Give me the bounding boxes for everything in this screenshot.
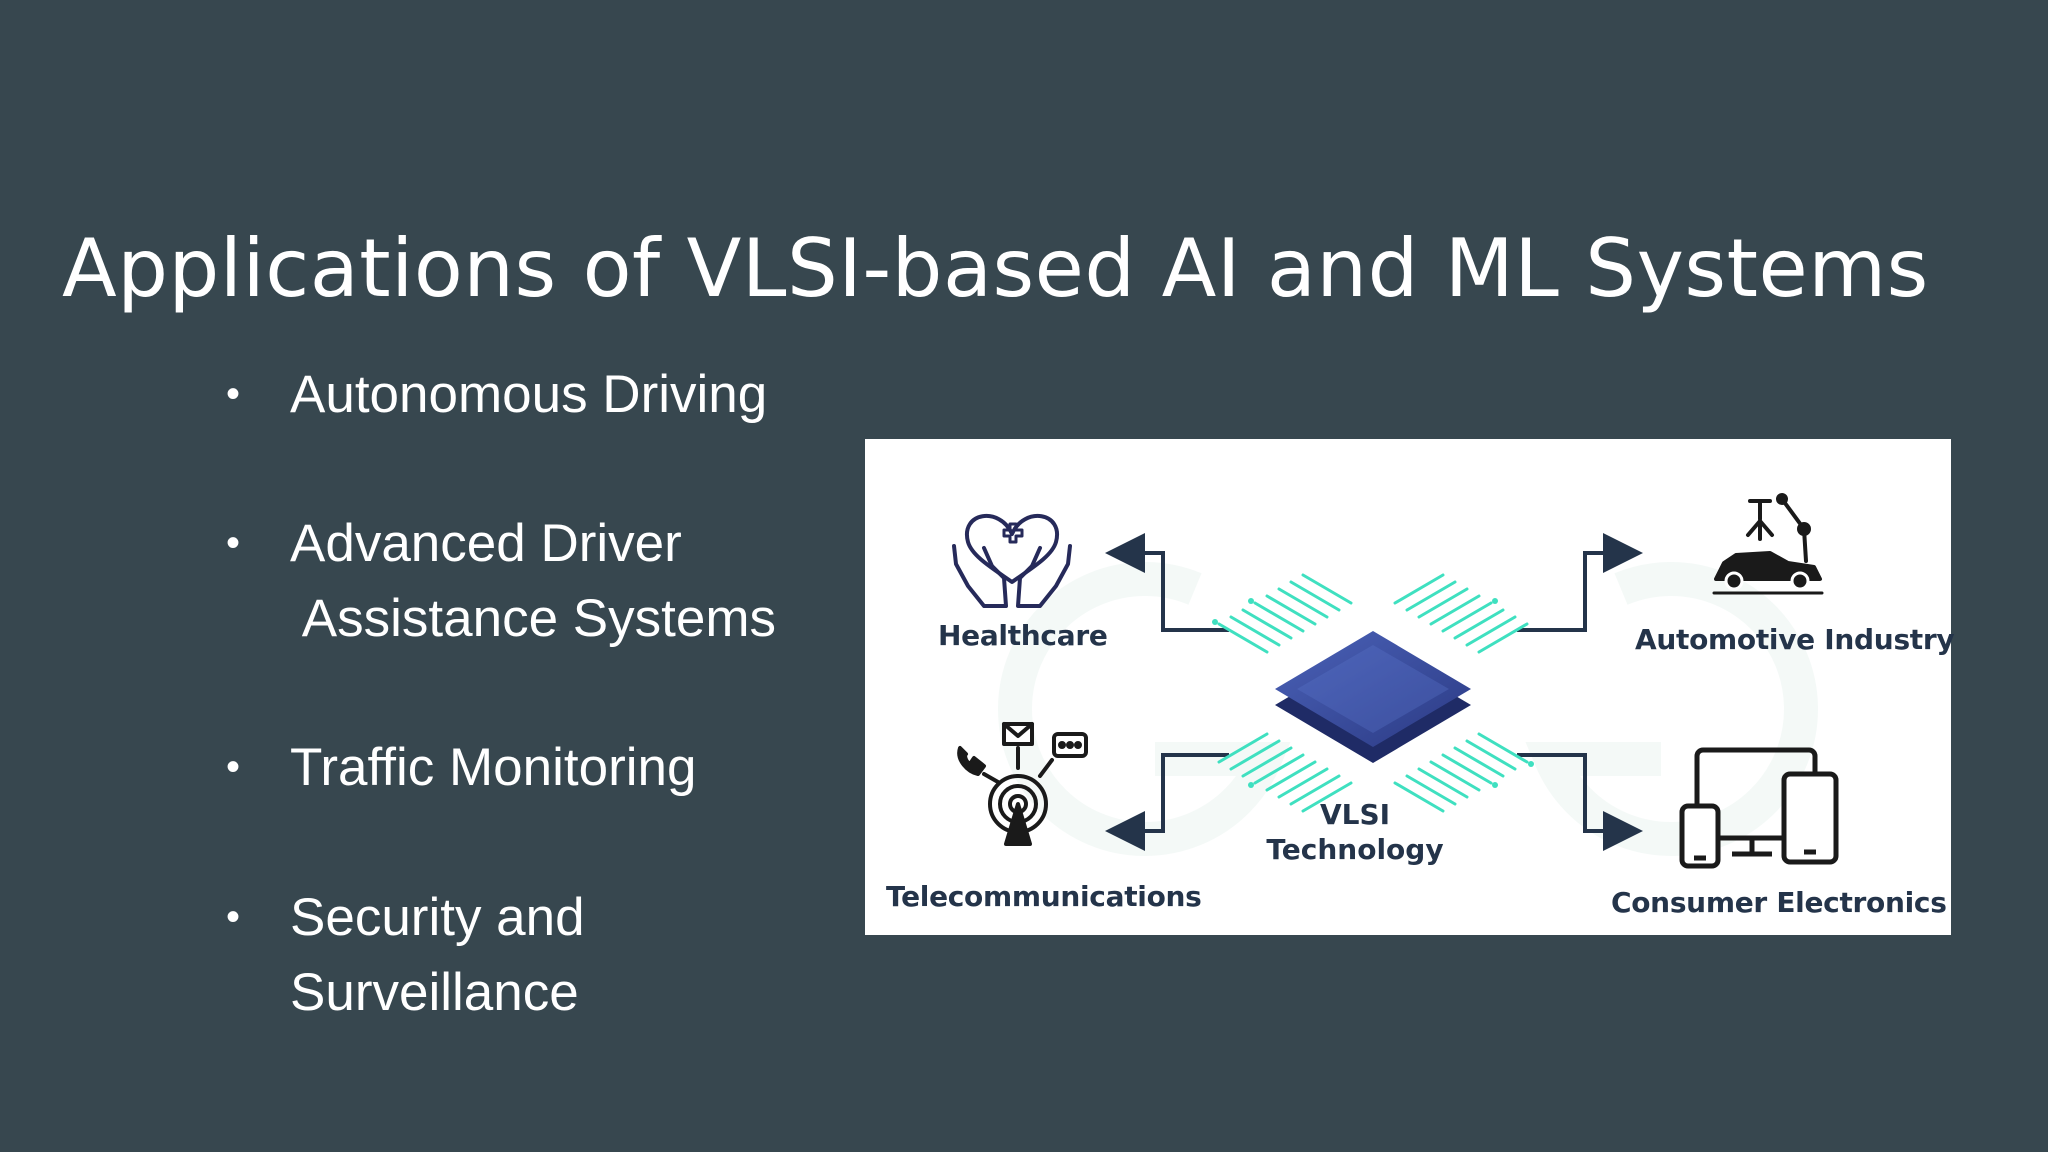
arrow-to-telecom (1105, 753, 1229, 851)
automotive-label: Automotive Industry (1635, 623, 1955, 656)
arrow-to-healthcare (1105, 533, 1229, 632)
bullet-text: Traffic Monitoring (290, 738, 697, 797)
slide-title: Applications of VLSI-based AI and ML Sys… (62, 222, 1929, 315)
heart-hands-icon (952, 513, 1072, 608)
healthcare-label: Healthcare (938, 619, 1108, 652)
center-label: VLSI Technology (1255, 797, 1455, 867)
bullet-text: Surveillance (290, 963, 579, 1022)
connector-arrows (1105, 533, 1643, 851)
bullet-dot: • (226, 895, 241, 939)
antenna-icon (957, 722, 1088, 846)
bullet-text: Advanced Driver (290, 514, 682, 573)
arrow-to-consumer (1517, 753, 1643, 851)
bullet-text: Assistance Systems (290, 589, 777, 648)
bullet-dot: • (226, 745, 241, 789)
center-label-line1: VLSI (1319, 798, 1391, 831)
telecom-label: Telecommunications (886, 880, 1202, 913)
bullet-dot: • (226, 372, 241, 416)
consumer-label: Consumer Electronics (1611, 886, 1947, 919)
bullet-list: • Autonomous Driving • Advanced Driver A… (0, 0, 820, 1152)
chip-icon (1212, 573, 1534, 813)
devices-icon (1679, 747, 1839, 869)
bullet-text: Autonomous Driving (290, 365, 768, 424)
center-label-line2: Technology (1266, 833, 1444, 866)
diagram-graphics (952, 493, 1839, 869)
bullet-dot: • (226, 521, 241, 565)
car-robot-arm-icon (1712, 493, 1824, 595)
arrow-to-automotive (1517, 533, 1643, 632)
bullet-text: Security and (290, 888, 585, 947)
vlsi-applications-diagram: Healthcare Automotive Industry Telecommu… (865, 439, 1955, 935)
